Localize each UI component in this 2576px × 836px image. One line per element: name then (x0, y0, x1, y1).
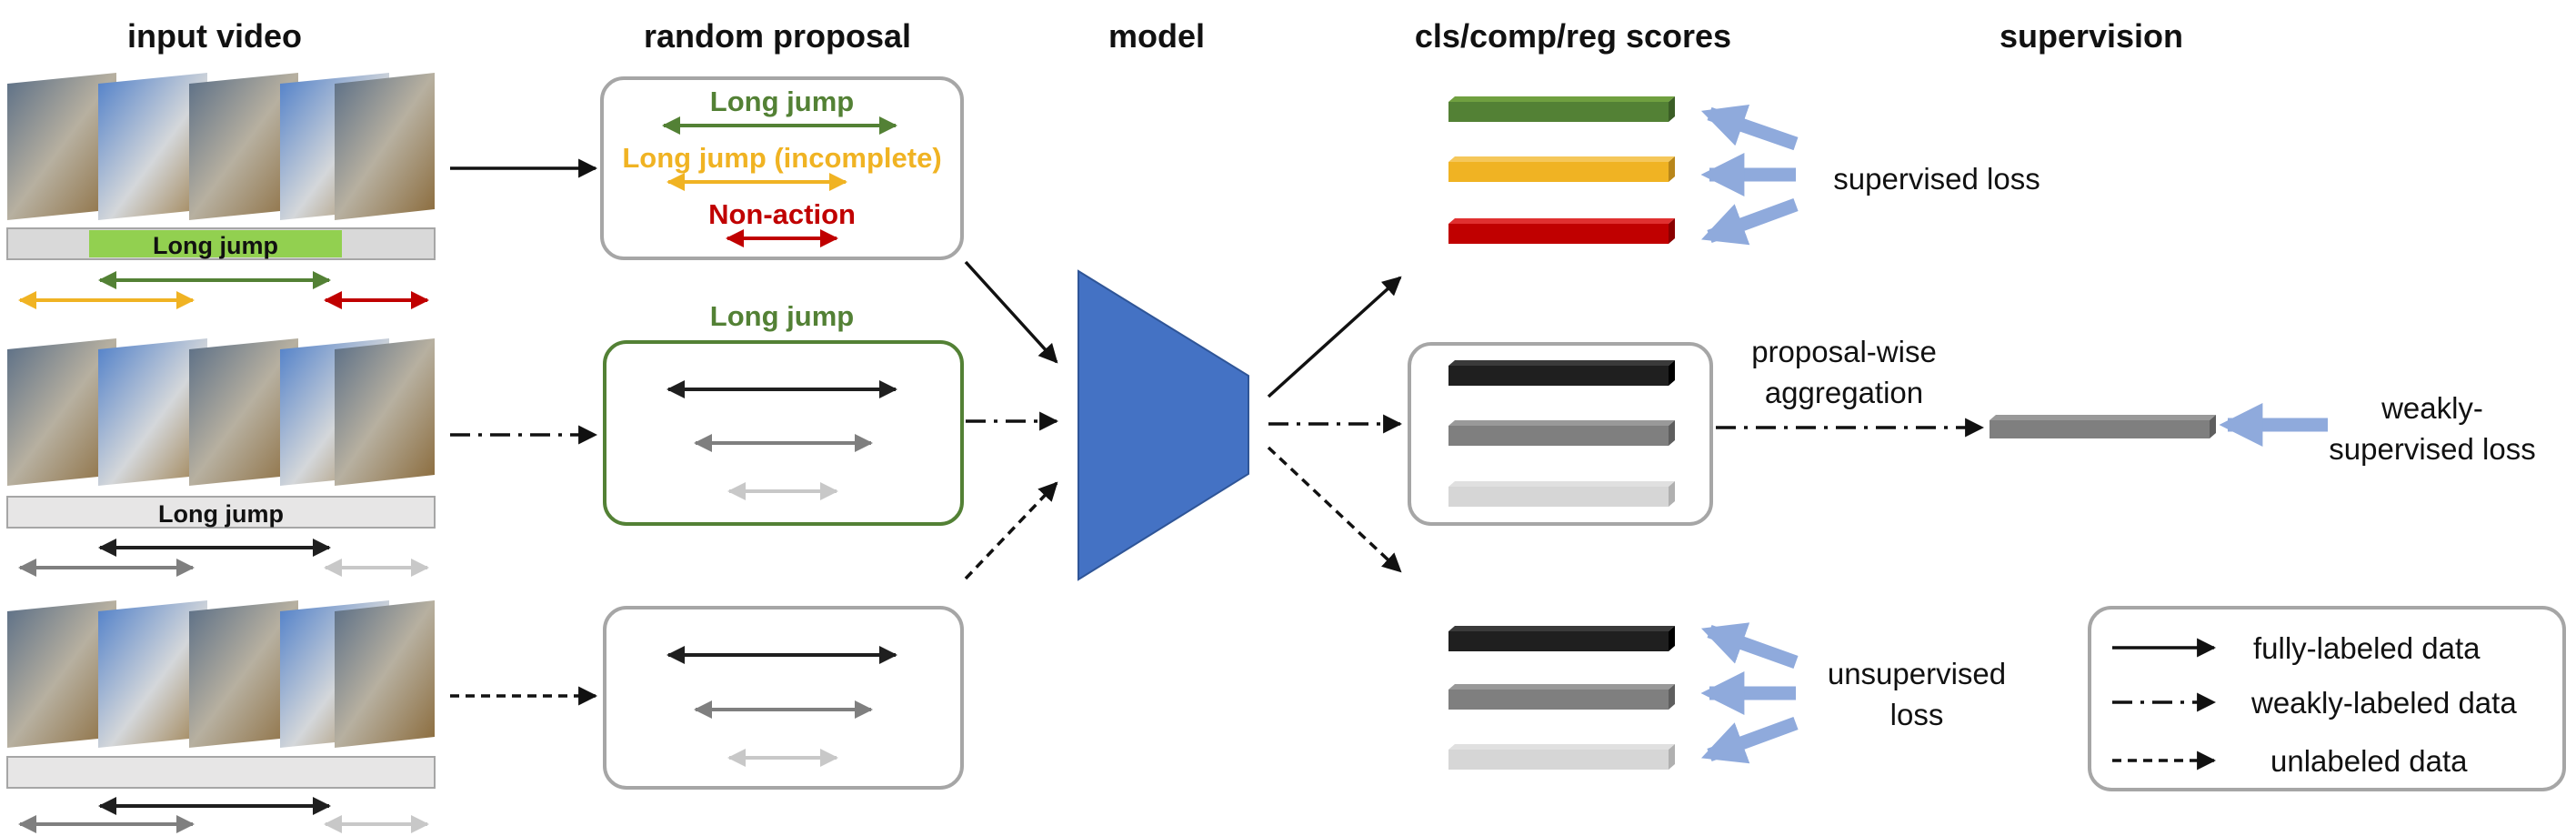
loss-arrow-icon (1700, 104, 1799, 151)
proposal-box-fully: Long jump Long jump (incomplete) Non-act… (600, 76, 964, 260)
video-frames-unlabeled (6, 600, 436, 833)
weakly-loss-label-line1: weakly- (2381, 391, 2483, 425)
header-input-video: input video (127, 17, 302, 55)
video-frame-thumbnail (98, 338, 207, 486)
video-frame-thumbnail (7, 338, 116, 486)
proposal-box-unlabeled (603, 606, 964, 790)
labeled-segment (89, 230, 342, 257)
proposal-label-non-action: Non-action (708, 198, 856, 230)
solid-arrow (1267, 276, 1402, 398)
video-frames-weakly: Long jump (6, 338, 436, 577)
header-supervision: supervision (2000, 17, 2183, 55)
proposal-label-complete: Long jump (710, 86, 854, 117)
video-frames-fully: Long jump (6, 73, 436, 309)
video-frame-thumbnail (189, 338, 298, 486)
supervised-loss-arrows (1700, 104, 1799, 246)
legend-label-weakly: weakly-labeled data (2250, 686, 2517, 720)
video-frame-thumbnail (335, 600, 435, 748)
video-frame-thumbnail (7, 73, 116, 220)
video-frame-thumbnail (335, 338, 435, 486)
video-frame-thumbnail (98, 600, 207, 748)
video-frame-thumbnail (189, 600, 298, 748)
weakly-loss-label-line2: supervised loss (2329, 432, 2535, 466)
aggregation-label-line1: proposal-wise (1751, 335, 1937, 368)
legend-label-fully: fully-labeled data (2253, 631, 2481, 665)
score-bars-fully (1448, 96, 1675, 244)
unsupervised-loss-label-line1: unsupervised (1828, 657, 2006, 690)
legend: fully-labeled data weakly-labeled data u… (2088, 606, 2566, 791)
timeline-label: Long jump (153, 232, 278, 259)
header-random-proposal: random proposal (644, 17, 911, 55)
aggregated-score-bar (1990, 415, 2216, 438)
solid-arrow (964, 260, 1058, 364)
trapezoid-model (1078, 269, 1249, 581)
unsupervised-loss-label-line2: loss (1890, 698, 1944, 731)
video-frame-thumbnail (335, 73, 435, 220)
loss-arrow-icon (1700, 622, 1799, 670)
timeline-bar (6, 756, 436, 789)
header-scores: cls/comp/reg scores (1415, 17, 1731, 55)
proposal-title-weakly: Long jump (710, 300, 854, 332)
timeline-bar (6, 496, 436, 529)
loss-arrow-icon (1700, 716, 1799, 764)
aggregation-label-line2: aggregation (1765, 376, 1923, 409)
timeline-label: Long jump (158, 500, 284, 528)
supervised-loss-label: supervised loss (1833, 162, 2040, 196)
video-frame-thumbnail (7, 600, 116, 748)
video-frame-thumbnail (189, 73, 298, 220)
score-bars-weakly (1448, 360, 1675, 507)
video-frame-thumbnail (98, 73, 207, 220)
legend-label-unlabeled: unlabeled data (2270, 744, 2468, 778)
score-bars-unlabeled (1448, 626, 1675, 770)
header-model: model (1108, 17, 1205, 55)
proposal-box-weakly: Long jump (603, 300, 964, 526)
loss-arrow-icon (1700, 197, 1799, 246)
unsupervised-loss-arrows (1700, 622, 1799, 764)
dashed-arrow (1267, 446, 1402, 573)
dashed-arrow (964, 481, 1058, 580)
proposal-label-incomplete: Long jump (incomplete) (622, 142, 941, 174)
